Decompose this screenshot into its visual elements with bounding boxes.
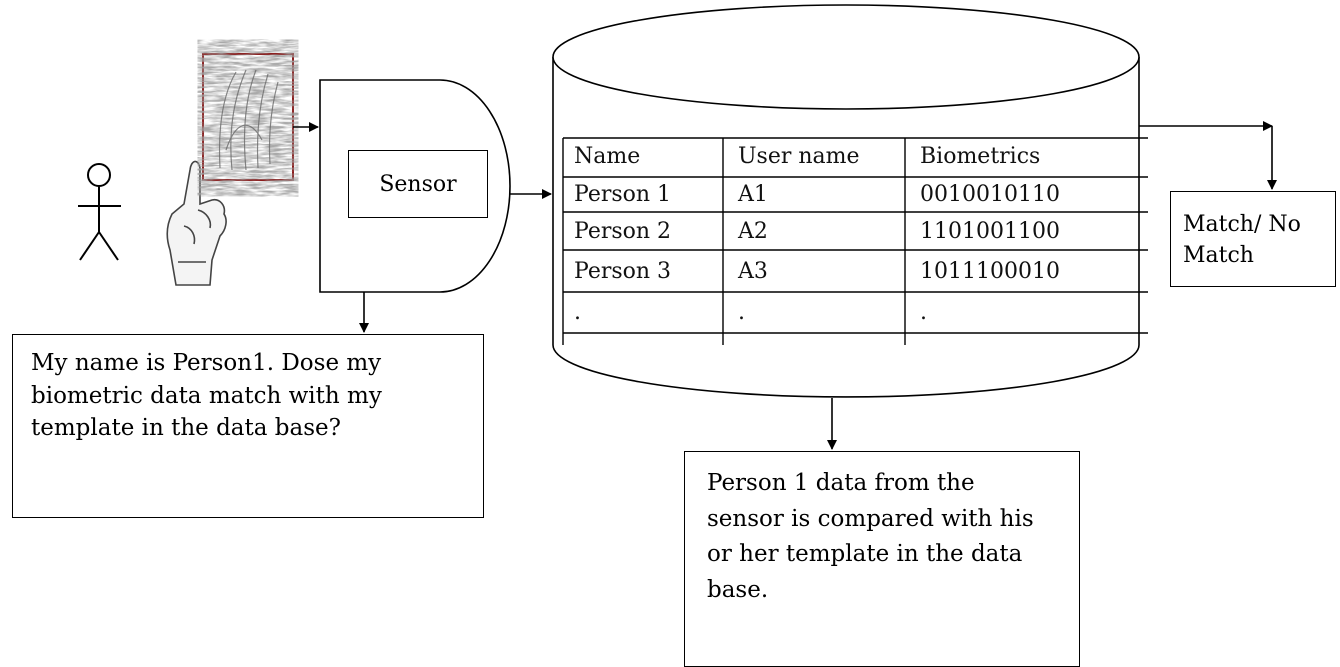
table-cell: . [738, 300, 745, 325]
query-text-box: My name is Person1. Dose my biometric da… [12, 334, 484, 518]
table-cell: . [920, 300, 927, 325]
table-cell: Person 3 [574, 259, 672, 284]
table-header-username: User name [738, 144, 860, 169]
database-table-grid [562, 137, 1148, 345]
fingerprint-sample-icon [202, 53, 294, 181]
table-cell: A3 [738, 259, 768, 284]
table-cell: 1011100010 [920, 259, 1060, 284]
table-cell: 1101001100 [920, 219, 1060, 244]
match-result-box: Match/ No Match [1170, 191, 1336, 287]
table-cell: A2 [738, 219, 768, 244]
sensor-label: Sensor [348, 150, 488, 218]
comparison-text-box: Person 1 data from the sensor is compare… [684, 451, 1080, 667]
user-stick-figure-icon [78, 163, 121, 261]
table-cell: . [574, 300, 581, 325]
table-cell: Person 1 [574, 182, 672, 207]
flow-arrows [293, 121, 1277, 450]
database-cylinder [552, 4, 1140, 398]
table-cell: Person 2 [574, 219, 672, 244]
pointing-finger-icon [166, 160, 227, 286]
table-header-biometrics: Biometrics [920, 144, 1041, 169]
table-cell: 0010010110 [920, 182, 1060, 207]
table-header-name: Name [574, 144, 641, 169]
table-cell: A1 [738, 182, 768, 207]
